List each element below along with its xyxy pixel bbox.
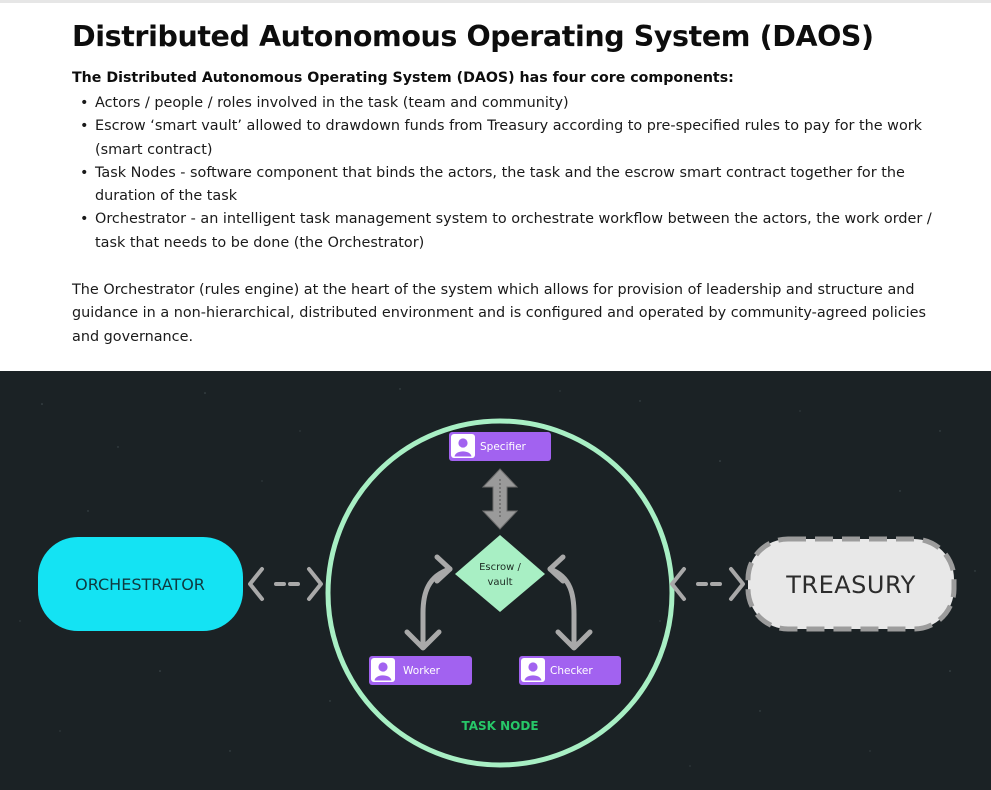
- orchestrator-node[interactable]: ORCHESTRATOR: [38, 537, 243, 631]
- daos-diagram: ORCHESTRATOR TREASURY: [0, 371, 991, 790]
- curved-arrow-icon: [404, 554, 453, 651]
- treasury-label: TREASURY: [785, 571, 916, 599]
- escrow-vault-node[interactable]: Escrow / vault: [455, 535, 545, 612]
- top-divider: [0, 0, 991, 3]
- component-item-escrow: Escrow ‘smart vault’ allowed to drawdown…: [72, 115, 952, 162]
- checker-label: Checker: [550, 665, 593, 677]
- user-icon: [521, 658, 545, 682]
- document-header: Distributed Autonomous Operating System …: [0, 0, 991, 371]
- components-list: Actors / people / roles involved in the …: [72, 92, 952, 255]
- page-title: Distributed Autonomous Operating System …: [72, 20, 874, 53]
- orchestrator-label: ORCHESTRATOR: [75, 575, 205, 594]
- user-icon: [451, 434, 475, 458]
- task-node-label: TASK NODE: [461, 719, 538, 733]
- diagram-canvas: ORCHESTRATOR TREASURY: [19, 388, 976, 768]
- user-icon: [371, 658, 395, 682]
- checker-role-chip[interactable]: Checker: [519, 656, 621, 685]
- specifier-label: Specifier: [480, 441, 527, 453]
- task-node-ring: [325, 418, 675, 768]
- component-item-orchestrator: Orchestrator - an intelligent task manag…: [72, 208, 952, 255]
- summary-paragraph: The Orchestrator (rules engine) at the h…: [72, 282, 926, 345]
- component-item-task-nodes: Task Nodes - software component that bin…: [72, 162, 952, 209]
- curved-arrow-icon: [547, 554, 593, 651]
- treasury-connector-arrow: [670, 567, 745, 601]
- star-field: [19, 388, 976, 767]
- escrow-label-line1: Escrow /: [479, 562, 521, 573]
- orchestrator-connector-arrow: [248, 567, 323, 601]
- double-arrow-icon: [481, 468, 519, 530]
- escrow-label-line2: vault: [487, 577, 512, 588]
- worker-label: Worker: [403, 665, 441, 677]
- worker-role-chip[interactable]: Worker: [369, 656, 472, 685]
- component-item-actors: Actors / people / roles involved in the …: [72, 92, 952, 116]
- specifier-role-chip[interactable]: Specifier: [449, 432, 551, 461]
- intro-text: The Distributed Autonomous Operating Sys…: [72, 70, 734, 86]
- treasury-node[interactable]: TREASURY: [745, 536, 957, 632]
